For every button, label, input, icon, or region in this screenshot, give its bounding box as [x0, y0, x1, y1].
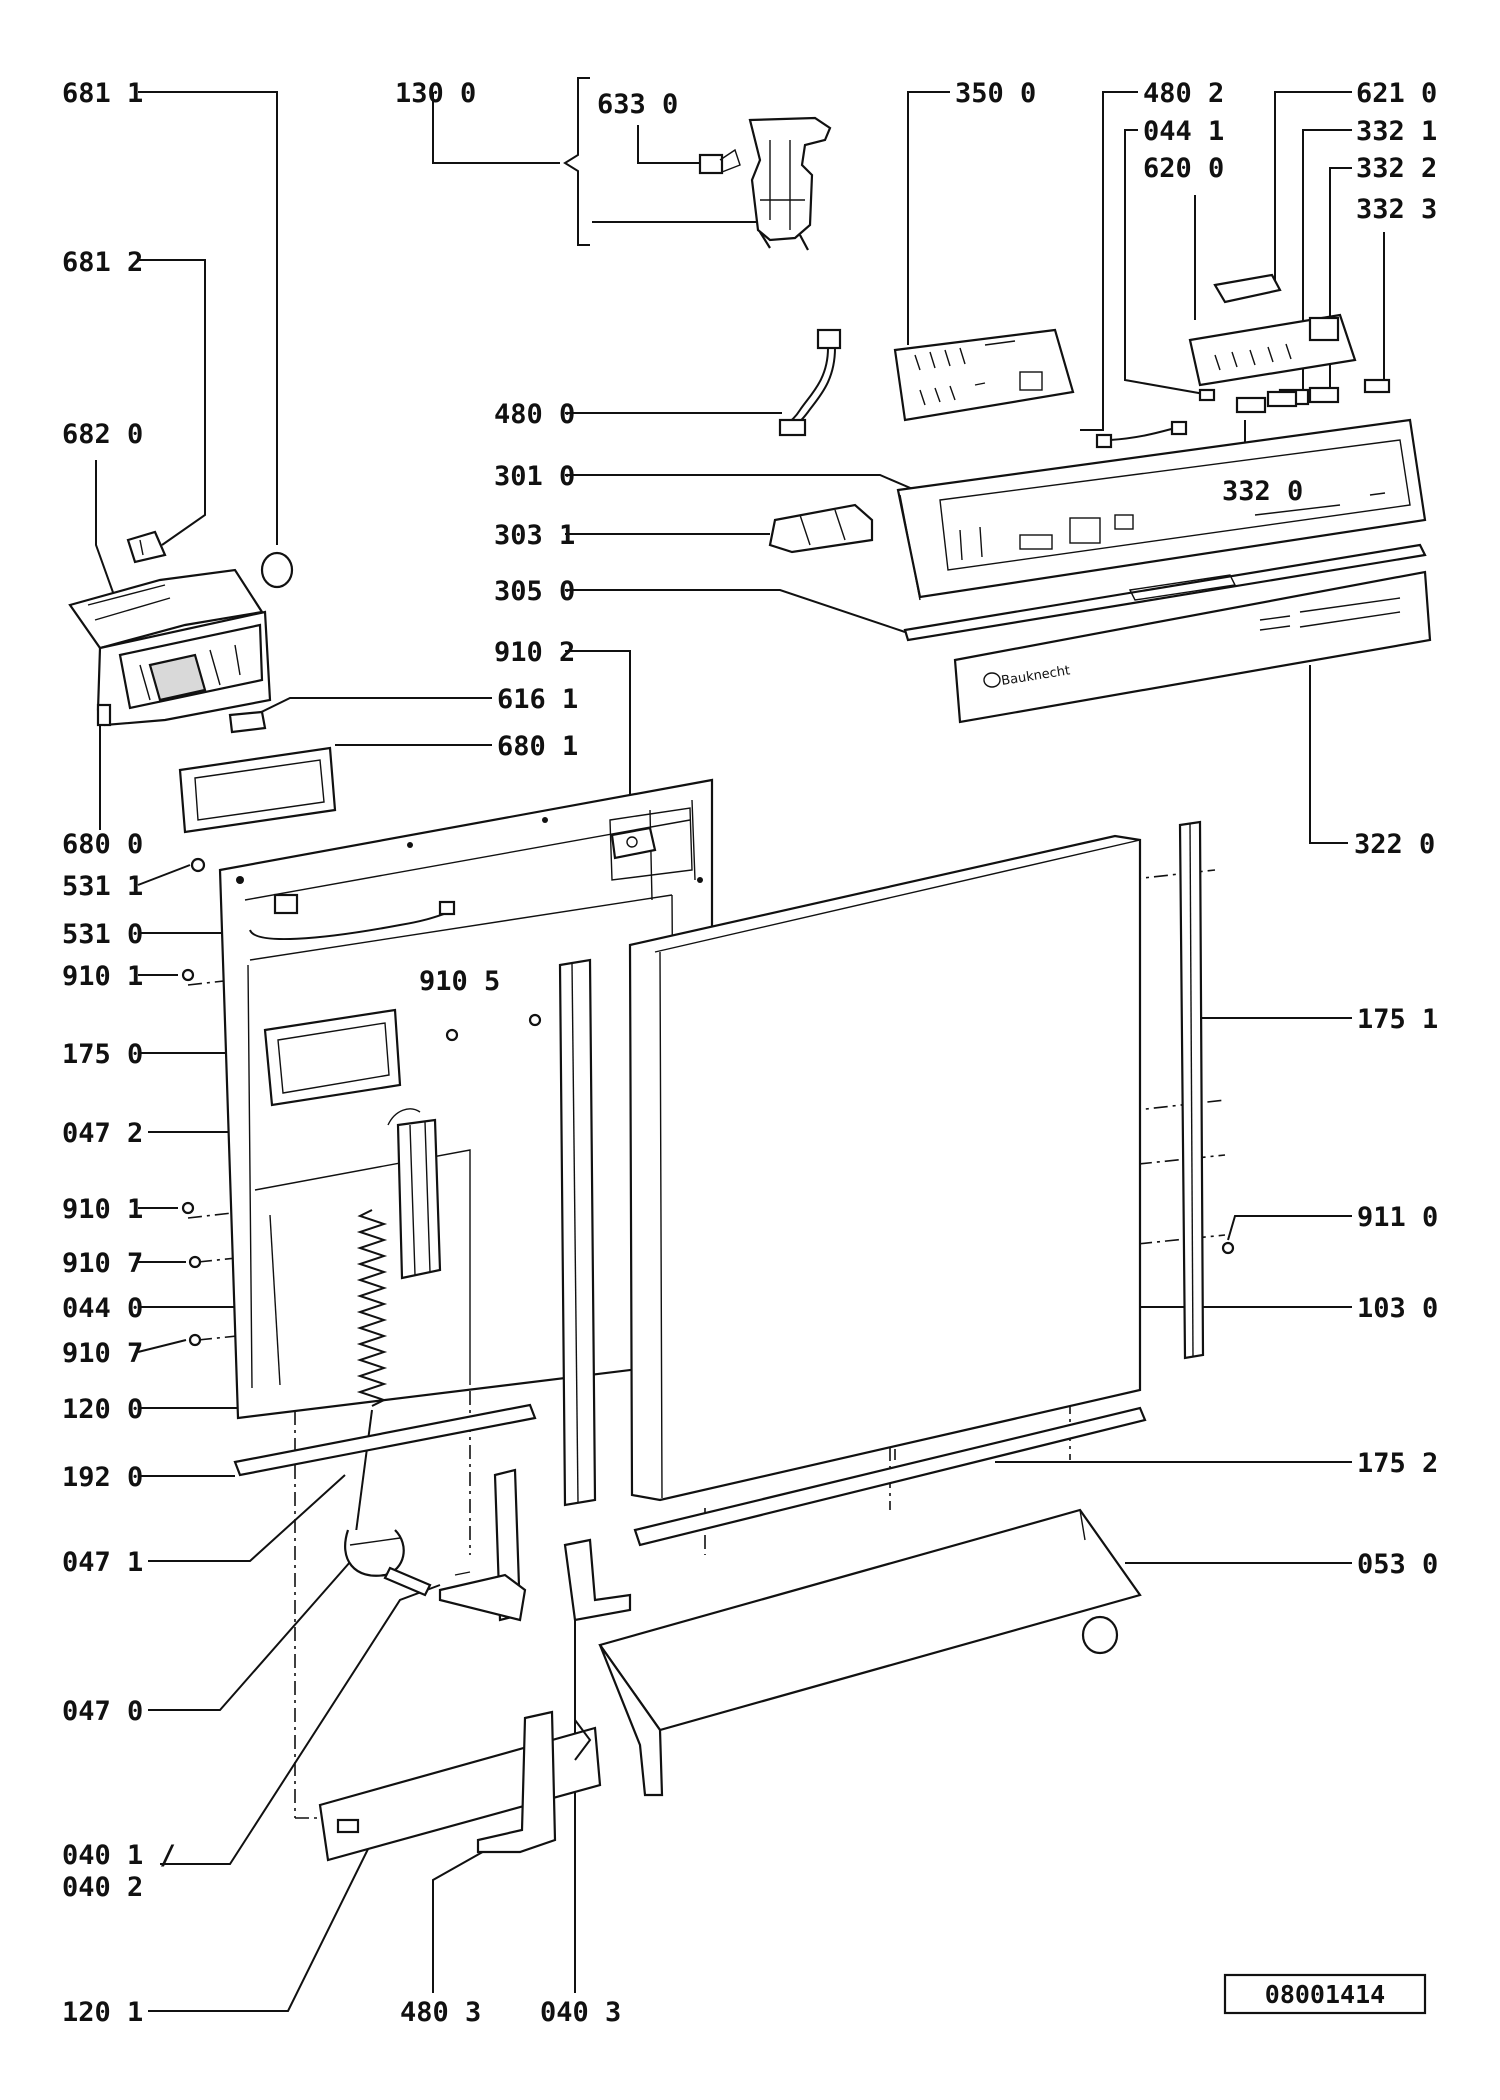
bracket-040-3-part — [563, 1538, 632, 1622]
small-seal-part — [228, 710, 267, 734]
part-label: 305 0 — [494, 576, 575, 607]
plinth-part — [598, 1508, 1142, 1797]
small-cable-part — [1095, 420, 1188, 449]
part-label: 332 2 — [1356, 153, 1437, 184]
part-label: 322 0 — [1354, 829, 1435, 860]
part-label: 910 1 — [62, 961, 143, 992]
part-label: 911 0 — [1357, 1202, 1438, 1233]
part-label: 910 7 — [62, 1248, 143, 1279]
part-label: 616 1 — [497, 684, 578, 715]
part-label: 910 2 — [494, 637, 575, 668]
programme-module-part — [1188, 273, 1391, 414]
gasket-part — [178, 746, 337, 834]
part-label: 047 2 — [62, 1118, 143, 1149]
part-label: 192 0 — [62, 1462, 143, 1493]
part-label: 680 1 — [497, 731, 578, 762]
part-label: 633 0 — [597, 89, 678, 120]
part-label: 910 5 — [419, 966, 500, 997]
part-label: 175 2 — [1357, 1448, 1438, 1479]
detergent-dispenser-part — [68, 568, 272, 727]
bottom-rail-part — [633, 1406, 1147, 1547]
part-label: 531 0 — [62, 919, 143, 950]
part-label: 680 0 — [62, 829, 143, 860]
small-cover-part — [768, 503, 874, 554]
part-label: 047 0 — [62, 1696, 143, 1727]
clip-part — [126, 530, 167, 564]
part-label: 175 0 — [62, 1039, 143, 1070]
spring-part — [344, 1209, 432, 1597]
part-label: 301 0 — [494, 461, 575, 492]
part-label: 040 3 — [540, 1997, 621, 2028]
part-label: 682 0 — [62, 419, 143, 450]
part-label: 120 0 — [62, 1394, 143, 1425]
control-panel-part — [896, 418, 1427, 601]
screw-hole — [236, 876, 244, 884]
part-label: 332 3 — [1356, 194, 1437, 225]
hinge-bracket-part — [438, 1468, 527, 1622]
part-label: 053 0 — [1357, 1549, 1438, 1580]
part-label: 047 1 — [62, 1547, 143, 1578]
screws — [181, 968, 1235, 1347]
electronic-board-part — [893, 328, 1075, 422]
panel-strip-part — [903, 543, 1427, 642]
part-label: 103 0 — [1357, 1293, 1438, 1324]
part-label: 044 0 — [62, 1293, 143, 1324]
front-fascia-part: Bauknecht — [953, 570, 1432, 724]
part-label: 681 2 — [62, 247, 143, 278]
part-label: 175 1 — [1357, 1004, 1438, 1035]
part-label: 332 1 — [1356, 116, 1437, 147]
part-label: 910 1 — [62, 1194, 143, 1225]
cable-harness-part — [778, 328, 842, 437]
part-label: 044 1 — [1143, 116, 1224, 147]
part-label: 350 0 — [955, 78, 1036, 109]
part-label: 531 1 — [62, 871, 143, 902]
part-label: 910 7 — [62, 1338, 143, 1369]
part-label: 120 1 — [62, 1997, 143, 2028]
door-front-part — [628, 834, 1142, 1502]
part-label: 480 0 — [494, 399, 575, 430]
lower-panel-part — [318, 1726, 602, 1862]
part-label: 480 3 — [400, 1997, 481, 2028]
break-mark — [574, 1719, 592, 1761]
part-label: 040 2 — [62, 1872, 143, 1903]
side-rail-left-part — [558, 958, 597, 1507]
document-number: 08001414 — [1265, 1980, 1385, 2009]
part-label: 681 1 — [62, 78, 143, 109]
lower-strip-part — [233, 1403, 537, 1477]
part-label: 303 1 — [494, 520, 575, 551]
part-labels: 681 1 130 0 633 0 350 0 480 2 621 0 044 1 332 1… — [62, 78, 1438, 2028]
screw-531-1 — [190, 857, 206, 873]
part-label: 130 0 — [395, 78, 476, 109]
side-rail-right-part — [1178, 820, 1205, 1360]
part-label: 332 0 — [1222, 476, 1303, 507]
part-label: 480 2 — [1143, 78, 1224, 109]
part-label: 620 0 — [1143, 153, 1224, 184]
door-latch-part — [698, 116, 832, 251]
round-cap-part — [260, 551, 294, 589]
l-bracket-part — [476, 1710, 557, 1854]
part-label: 621 0 — [1356, 78, 1437, 109]
document-number-box: 08001414 — [1223, 1973, 1427, 2015]
part-label: 040 1 / — [62, 1840, 176, 1871]
